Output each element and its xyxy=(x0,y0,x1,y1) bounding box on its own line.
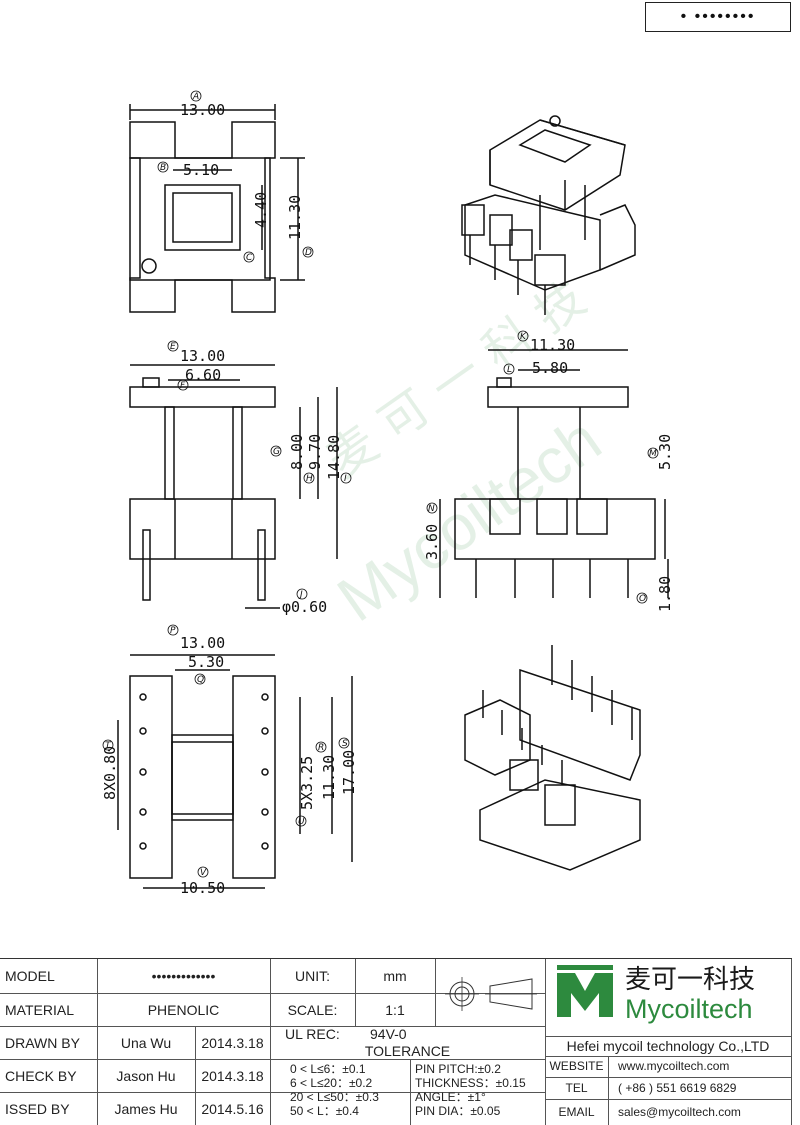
email-label: EMAIL xyxy=(558,1104,595,1119)
tol-pin-pitch: PIN PITCH:±0.2 xyxy=(415,1061,501,1076)
ulrec-value: 94V-0 xyxy=(370,1026,407,1042)
dim-front-width: 13.00 xyxy=(180,347,225,365)
front-view xyxy=(129,364,338,609)
label-q: Q xyxy=(197,675,204,685)
label-s: S xyxy=(342,739,348,749)
label-n: N xyxy=(428,504,435,514)
dim-side-inner: 5.80 xyxy=(532,359,568,377)
label-k: K xyxy=(520,332,527,342)
part-number-box: • •••••••• xyxy=(645,2,791,32)
dim-side-width: 11.30 xyxy=(530,336,575,354)
dim-bottom-inner: 5.30 xyxy=(188,653,224,671)
email-link[interactable]: sales@mycoiltech.com xyxy=(618,1104,741,1119)
material-label: MATERIAL xyxy=(5,1001,74,1018)
website-link[interactable]: www.mycoiltech.com xyxy=(618,1059,730,1073)
dim-bottom-h1: 11.30 xyxy=(320,755,338,800)
dim-bottom-width: 13.00 xyxy=(180,634,225,652)
model-value: ••••••••••••• xyxy=(151,968,216,984)
label-d: D xyxy=(305,248,312,258)
label-o: O xyxy=(639,594,646,604)
dim-bottom-pitch: 5X3.25 xyxy=(298,756,316,810)
tel-value: ( +86 ) 551 6619 6829 xyxy=(618,1080,737,1095)
dim-side-right-h: 5.30 xyxy=(656,434,674,470)
dim-side-left-h: 3.60 xyxy=(423,524,441,560)
check-name: Jason Hu xyxy=(116,1067,176,1084)
label-b: B xyxy=(160,163,166,173)
unit-value: mm xyxy=(383,968,407,984)
iso-view-top xyxy=(461,115,636,315)
label-c: C xyxy=(246,253,253,263)
iso-view-bottom xyxy=(464,645,641,871)
projection-symbol-icon xyxy=(445,977,537,1011)
logo-cn: 麦可一科技 xyxy=(625,964,756,995)
dim-top-inner-h: 4.40 xyxy=(252,192,270,228)
title-block: MODEL ••••••••••••• MATERIAL PHENOLIC DR… xyxy=(0,958,792,1125)
dim-top-height: 11.30 xyxy=(286,195,304,240)
drawn-name: Una Wu xyxy=(120,1034,172,1051)
label-v: V xyxy=(200,868,207,878)
dim-front-d2: 9.70 xyxy=(306,434,324,470)
issued-label: ISSED BY xyxy=(5,1100,70,1117)
label-r: R xyxy=(318,743,324,753)
label-t: T xyxy=(105,741,112,751)
check-label: CHECK BY xyxy=(5,1067,77,1084)
tol-3: 20 < L≤50：±0.3 xyxy=(290,1089,379,1104)
label-p: P xyxy=(170,626,176,636)
dim-bottom-h2: 17.00 xyxy=(340,750,358,795)
model-label: MODEL xyxy=(5,968,55,984)
scale-value: 1:1 xyxy=(385,1001,405,1018)
ulrec-label: UL REC: xyxy=(285,1026,340,1042)
label-l: L xyxy=(507,365,512,375)
tol-2: 6 < L≤20：±0.2 xyxy=(290,1075,373,1090)
check-date: 2014.3.18 xyxy=(201,1067,264,1084)
tol-4: 50 < L：±0.4 xyxy=(290,1103,359,1118)
label-i: I xyxy=(344,474,347,484)
issued-name: James Hu xyxy=(114,1100,178,1117)
label-e: E xyxy=(170,342,176,352)
issued-date: 2014.5.16 xyxy=(201,1100,264,1117)
dim-front-d1: 8.00 xyxy=(288,434,306,470)
dim-side-pin-len: 1.80 xyxy=(656,576,674,612)
label-markers xyxy=(102,90,659,878)
drawn-label: DRAWN BY xyxy=(5,1034,80,1051)
material-value: PHENOLIC xyxy=(147,1001,220,1018)
label-h: H xyxy=(306,474,313,484)
dim-top-width: 13.00 xyxy=(180,101,225,119)
label-j: J xyxy=(298,590,303,600)
dim-bottom-row: 10.50 xyxy=(180,879,225,897)
dim-front-pin: φ0.60 xyxy=(282,598,327,616)
tol-thickness: THICKNESS：±0.15 xyxy=(415,1075,526,1090)
company-name: Hefei mycoil technology Co.,LTD xyxy=(566,1038,770,1054)
label-a: A xyxy=(192,92,199,102)
side-view xyxy=(439,349,669,598)
dim-top-inner-w: 5.10 xyxy=(183,161,219,179)
tol-pin-dia: PIN DIA：±0.05 xyxy=(415,1103,501,1118)
drawn-date: 2014.3.18 xyxy=(201,1034,264,1051)
label-f: F xyxy=(180,381,186,391)
label-g: G xyxy=(273,447,280,457)
unit-label: UNIT: xyxy=(295,968,330,984)
scale-label: SCALE: xyxy=(287,1001,338,1018)
label-m: M xyxy=(649,449,657,459)
technical-drawing: 麦 可 一 科 技 Mycoiltech xyxy=(101,90,674,897)
top-view xyxy=(129,104,305,313)
dim-front-half: 6.60 xyxy=(185,366,221,384)
mycoiltech-logo-icon xyxy=(557,965,613,1017)
tol-1: 0 < L≤6：±0.1 xyxy=(290,1061,366,1076)
watermark: 麦 可 一 科 技 Mycoiltech xyxy=(317,270,613,635)
tolerance-label: TOLERANCE xyxy=(364,1042,451,1059)
tel-label: TEL xyxy=(565,1080,588,1095)
dim-front-d3: 14.80 xyxy=(325,435,343,480)
bottom-view xyxy=(117,654,353,889)
website-label: WEBSITE xyxy=(549,1059,604,1073)
dim-bottom-slots: 8X0.80 xyxy=(101,746,119,800)
tol-angle: ANGLE：±1° xyxy=(415,1089,486,1104)
logo-en: Mycoiltech xyxy=(625,993,753,1024)
label-u: U xyxy=(298,817,305,827)
